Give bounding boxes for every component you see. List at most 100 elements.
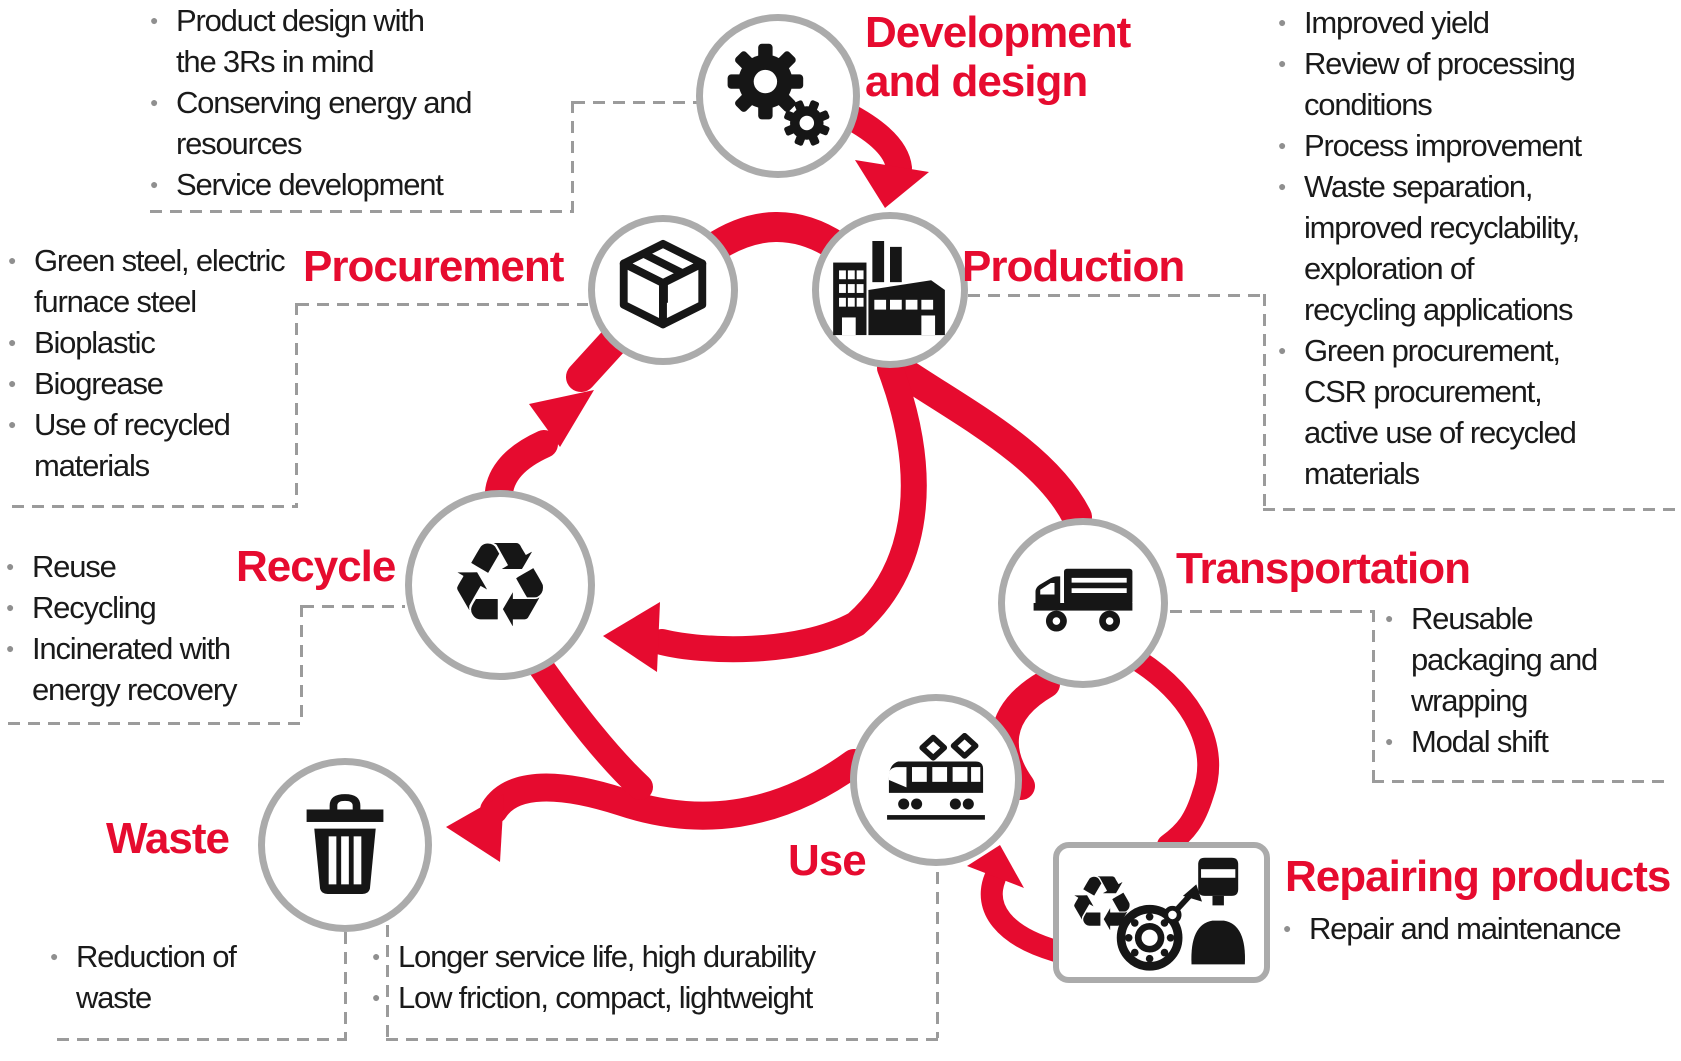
use-label: Use bbox=[788, 836, 867, 885]
note-text: Incinerated with energy recovery bbox=[32, 631, 237, 707]
dev-box-connector-line bbox=[573, 101, 700, 104]
list-item: ● Reusable packaging and wrapping bbox=[1385, 598, 1655, 721]
waste-label: Waste bbox=[106, 814, 230, 863]
transportation-box-connector-line bbox=[1170, 610, 1374, 613]
note-text: Bioplastic bbox=[34, 325, 156, 360]
bullet-icon: ● bbox=[1278, 55, 1287, 71]
factory-icon bbox=[833, 241, 945, 336]
list-item: ● Low friction, compact, lightweight bbox=[372, 977, 952, 1018]
note-text: Longer service life, high durability bbox=[398, 939, 816, 974]
transportation-notes: ●Reusable packaging and wrapping ●Modal … bbox=[1385, 598, 1655, 762]
list-item: ● Biogrease bbox=[8, 363, 338, 404]
truck-icon bbox=[1033, 568, 1133, 632]
recycle-label: Recycle bbox=[236, 542, 396, 591]
arrowhead-into-waste bbox=[446, 794, 504, 862]
development-label: Development and design bbox=[865, 8, 1131, 106]
arc-production-transportation bbox=[879, 351, 1092, 532]
waste-node bbox=[258, 758, 432, 932]
bullet-icon: ● bbox=[1278, 14, 1287, 30]
use-box-bottom-line bbox=[386, 1038, 938, 1041]
waste-box-right-line bbox=[344, 932, 347, 1038]
use-notes: ● Longer service life, high durability ● L… bbox=[372, 936, 952, 1018]
production-box-bottom-line bbox=[1263, 508, 1681, 511]
list-item: ● Recycling bbox=[6, 587, 306, 628]
bullet-icon: ● bbox=[1385, 610, 1394, 626]
list-item: ● Incinerated with energy recovery bbox=[6, 628, 306, 710]
production-label: Production bbox=[962, 242, 1185, 291]
bullet-icon: ● bbox=[1283, 920, 1292, 936]
arrowhead-into-production bbox=[855, 160, 929, 208]
gears-icon bbox=[727, 43, 830, 146]
recycle-node: ♻ bbox=[405, 490, 595, 680]
list-item: ● Bioplastic bbox=[8, 322, 338, 363]
development-notes: ●Product design with the 3Rs in mind ●Co… bbox=[150, 0, 550, 205]
bullet-icon: ● bbox=[372, 948, 381, 964]
arc-use-to-repairing bbox=[1128, 650, 1220, 856]
bullet-icon: ● bbox=[8, 252, 17, 268]
bullet-icon: ● bbox=[6, 558, 15, 574]
procurement-box-right-line bbox=[295, 303, 298, 506]
procurement-box-connector-line bbox=[297, 303, 588, 306]
arc-recycle-to-waste-join bbox=[528, 654, 653, 800]
bullet-icon: ● bbox=[1278, 178, 1287, 194]
note-text: Reusable packaging and wrapping bbox=[1411, 601, 1598, 718]
bullet-icon: ● bbox=[150, 176, 159, 192]
note-text: Recycling bbox=[32, 590, 157, 625]
waste-box-bottom-line bbox=[57, 1038, 347, 1041]
arrowhead-into-procurement bbox=[529, 390, 594, 447]
repairing-node: ♻ bbox=[1053, 842, 1270, 983]
arc-procurement-production bbox=[697, 212, 853, 264]
note-text: Biogrease bbox=[34, 366, 164, 401]
transportation-box-bottom-line bbox=[1372, 780, 1670, 783]
list-item: ● Reduction of waste bbox=[50, 936, 300, 1018]
list-item: ●Conserving energy and resources bbox=[150, 82, 550, 164]
list-item: ●Product design with the 3Rs in mind bbox=[150, 0, 550, 82]
bullet-icon: ● bbox=[8, 416, 17, 432]
recycle-arrows-icon: ♻ bbox=[447, 516, 553, 654]
list-item: ● Reuse bbox=[6, 546, 306, 587]
repairing-notes: ●Repair and maintenance bbox=[1283, 908, 1678, 949]
bullet-icon: ● bbox=[1278, 137, 1287, 153]
transportation-box-left-line bbox=[1372, 610, 1375, 780]
note-text: Service development bbox=[176, 167, 444, 202]
list-item: ● Use of recycled materials bbox=[8, 404, 338, 486]
arrowhead-into-recycle bbox=[603, 602, 660, 672]
transportation-node bbox=[998, 518, 1168, 688]
trash-can-icon bbox=[306, 794, 384, 894]
note-text: Low friction, compact, lightweight bbox=[398, 980, 813, 1015]
production-box-left-line bbox=[1263, 294, 1266, 508]
package-box-icon bbox=[619, 239, 707, 329]
arrow-production-to-recycle bbox=[649, 355, 927, 663]
bullet-icon: ● bbox=[1278, 342, 1287, 358]
bullet-icon: ● bbox=[6, 640, 15, 656]
note-text: Product design with the 3Rs in mind bbox=[176, 3, 425, 79]
note-text: Improved yield bbox=[1304, 5, 1490, 40]
dev-box-right-line bbox=[571, 101, 574, 211]
note-text: Green steel, electric furnace steel bbox=[34, 243, 286, 319]
note-text: Reuse bbox=[32, 549, 117, 584]
use-box-right-line bbox=[936, 872, 939, 1038]
waste-notes: ● Reduction of waste bbox=[50, 936, 300, 1018]
note-text: Use of recycled materials bbox=[34, 407, 231, 483]
list-item: ● Service development bbox=[150, 164, 550, 205]
development-node bbox=[696, 14, 860, 178]
repairing-label: Repairing products bbox=[1285, 852, 1671, 901]
use-box-left-line bbox=[386, 925, 389, 1038]
note-text: Reduction of waste bbox=[76, 939, 237, 1015]
recycle-box-right-line bbox=[300, 605, 303, 722]
note-text: Green procurement, CSR procurement, acti… bbox=[1304, 333, 1577, 491]
note-text: Process improvement bbox=[1304, 128, 1582, 163]
tram-icon bbox=[887, 733, 985, 820]
bullet-icon: ● bbox=[372, 989, 381, 1005]
procurement-notes: ● Green steel, electric furnace steel ● Bi… bbox=[8, 240, 338, 486]
bullet-icon: ● bbox=[8, 375, 17, 391]
list-item: ● Process improvement bbox=[1278, 125, 1678, 166]
bullet-icon: ● bbox=[6, 599, 15, 615]
arrowhead-into-use bbox=[967, 845, 1024, 888]
list-item: ● Improved yield bbox=[1278, 2, 1678, 43]
bullet-icon: ● bbox=[50, 948, 59, 964]
recycle-box-bottom-line bbox=[8, 722, 302, 725]
bullet-icon: ● bbox=[8, 334, 17, 350]
note-text: Waste separation, improved recyclability… bbox=[1304, 169, 1580, 327]
